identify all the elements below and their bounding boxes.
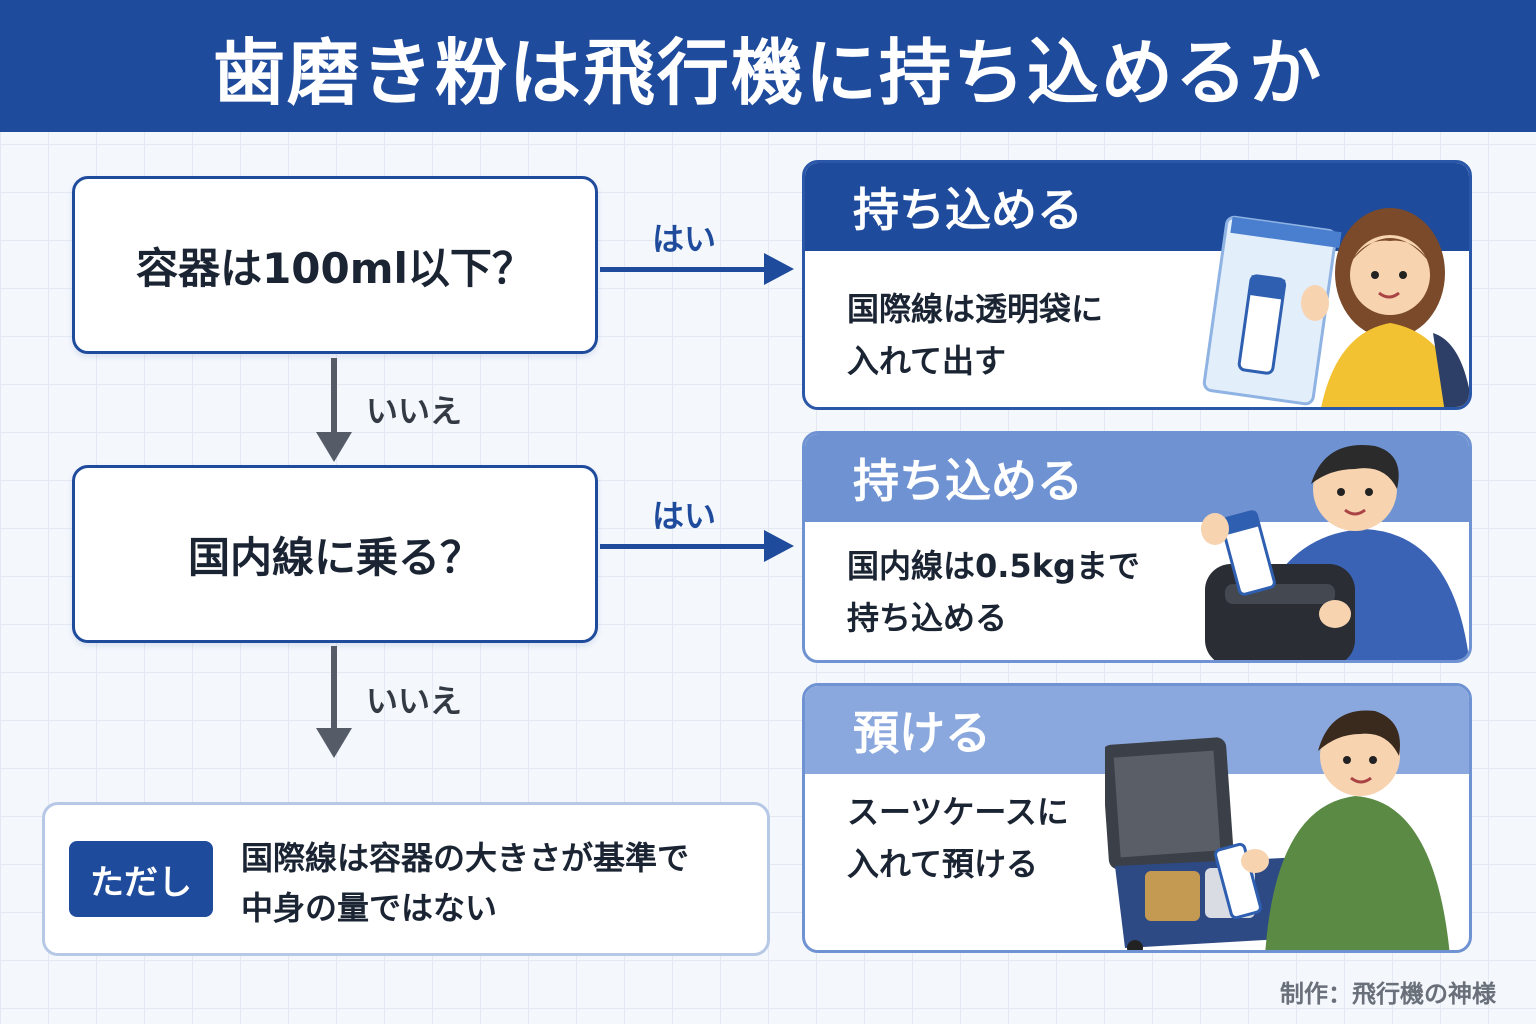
no-label: いいえ — [366, 392, 463, 430]
credit-text: 制作：飛行機の神様 — [1280, 980, 1496, 1008]
caveat-note: ただし 国際線は容器の大きさが基準で 中身の量ではない — [42, 802, 770, 956]
header-banner: 歯磨き粉は飛行機に持ち込めるか — [0, 0, 1536, 132]
result-description: スーツケースに 入れて預ける — [847, 793, 1069, 883]
question-box-domestic-flight: 国内線に乗る？ — [72, 465, 598, 643]
result-card-checked-baggage: 預ける スーツケースに 入れて預ける — [802, 683, 1472, 953]
no-label: いいえ — [366, 682, 463, 720]
result-card-carry-on-international: 持ち込める 国際線は透明袋に 入れて出す — [802, 160, 1472, 410]
yes-label: はい — [652, 220, 717, 258]
woman-with-clear-bag-icon — [1202, 208, 1469, 407]
result-description: 国際線は透明袋に 入れて出す — [847, 290, 1104, 380]
caveat-badge: ただし — [69, 841, 213, 917]
yes-arrow-icon — [600, 249, 794, 289]
result-description: 国内線は0.5kgまで 持ち込める — [847, 547, 1140, 637]
result-card-carry-on-domestic: 持ち込める 国内線は0.5kgまで 持ち込める — [802, 431, 1472, 663]
man-packing-suitcase-icon — [1105, 710, 1450, 950]
question-box-container-size: 容器は100ml以下？ — [72, 176, 598, 354]
no-arrow-icon — [316, 358, 352, 462]
yes-arrow-icon — [600, 526, 794, 566]
page-title: 歯磨き粉は飛行機に持ち込めるか — [212, 30, 1323, 115]
caveat-text: 国際線は容器の大きさが基準で 中身の量ではない — [241, 839, 690, 927]
no-arrow-icon — [316, 646, 352, 758]
question-text: 国内線に乗る？ — [187, 532, 482, 582]
question-text: 容器は100ml以下？ — [136, 243, 534, 293]
yes-label: はい — [652, 497, 717, 535]
man-with-backpack-icon — [1201, 445, 1469, 660]
